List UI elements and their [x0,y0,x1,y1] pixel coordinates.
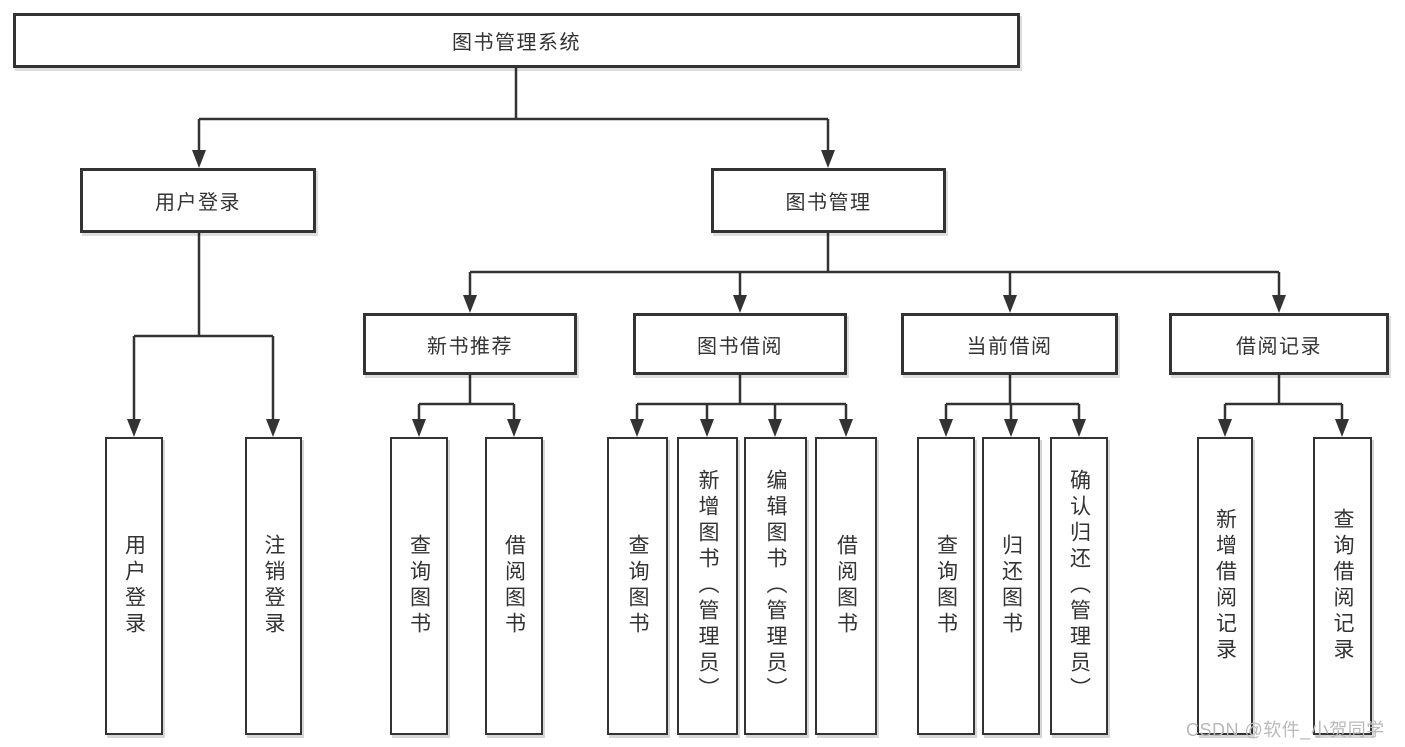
node-current-borrow: 当前借阅 [901,313,1118,375]
leaf-query-book-3: 查询图书 [917,437,975,735]
leaf-edit-book-admin-label: 编辑图书（管理员） [764,469,787,703]
connector-book-management-branch [463,233,1286,313]
leaf-borrow-book-1: 借阅图书 [485,437,543,735]
node-user-login-label: 用户登录 [155,192,241,214]
leaf-query-borrow-record-label: 查询借阅记录 [1331,508,1354,664]
leaf-logout-label: 注销登录 [262,534,285,638]
node-new-book-recommend: 新书推荐 [363,313,577,375]
leaf-add-book-admin: 新增图书（管理员） [677,437,738,735]
leaf-confirm-return-admin: 确认归还（管理员） [1050,437,1108,735]
leaf-logout: 注销登录 [245,437,302,735]
leaf-return-book: 归还图书 [982,437,1040,735]
node-user-login: 用户登录 [80,168,316,233]
leaf-borrow-book-2: 借阅图书 [815,437,877,735]
node-root-system-label: 图书管理系统 [452,32,581,54]
leaf-query-book-2-label: 查询图书 [626,534,649,638]
node-book-management: 图书管理 [711,168,946,233]
leaf-borrow-book-1-label: 借阅图书 [502,534,526,638]
connector-user-login-branch [127,233,280,437]
leaf-query-book-1: 查询图书 [390,437,448,735]
node-new-book-recommend-label: 新书推荐 [427,335,513,358]
node-borrow-record-label: 借阅记录 [1236,335,1322,358]
node-borrow-record: 借阅记录 [1169,313,1389,375]
connector-root-to-level2 [192,68,835,168]
leaf-user-login: 用户登录 [105,437,163,735]
leaf-query-book-2: 查询图书 [607,437,668,735]
leaf-query-book-1-label: 查询图书 [407,534,431,638]
leaf-add-borrow-record-label: 新增借阅记录 [1213,508,1237,664]
node-book-management-label: 图书管理 [785,192,872,214]
connector-current-borrow-branch [939,375,1086,437]
leaf-return-book-label: 归还图书 [999,534,1023,638]
connector-borrow-record-branch [1218,375,1349,437]
leaf-borrow-book-2-label: 借阅图书 [834,534,858,638]
leaf-add-book-admin-label: 新增图书（管理员） [696,469,719,703]
leaf-query-borrow-record: 查询借阅记录 [1313,437,1372,735]
leaf-user-login-label: 用户登录 [122,534,146,638]
leaf-query-book-3-label: 查询图书 [934,534,958,638]
connector-book-borrow-branch [630,375,853,437]
node-root-system: 图书管理系统 [13,13,1020,68]
node-current-borrow-label: 当前借阅 [966,335,1053,358]
node-book-borrow-label: 图书借阅 [697,335,783,358]
connector-new-book-recommend-branch [412,375,521,437]
csdn-watermark: CSDN @软件_小贺同学 [1186,720,1385,740]
leaf-add-borrow-record: 新增借阅记录 [1197,437,1253,735]
node-book-borrow: 图书借阅 [633,313,847,375]
leaf-edit-book-admin: 编辑图书（管理员） [744,437,807,735]
leaf-confirm-return-admin-label: 确认归还（管理员） [1067,469,1091,703]
